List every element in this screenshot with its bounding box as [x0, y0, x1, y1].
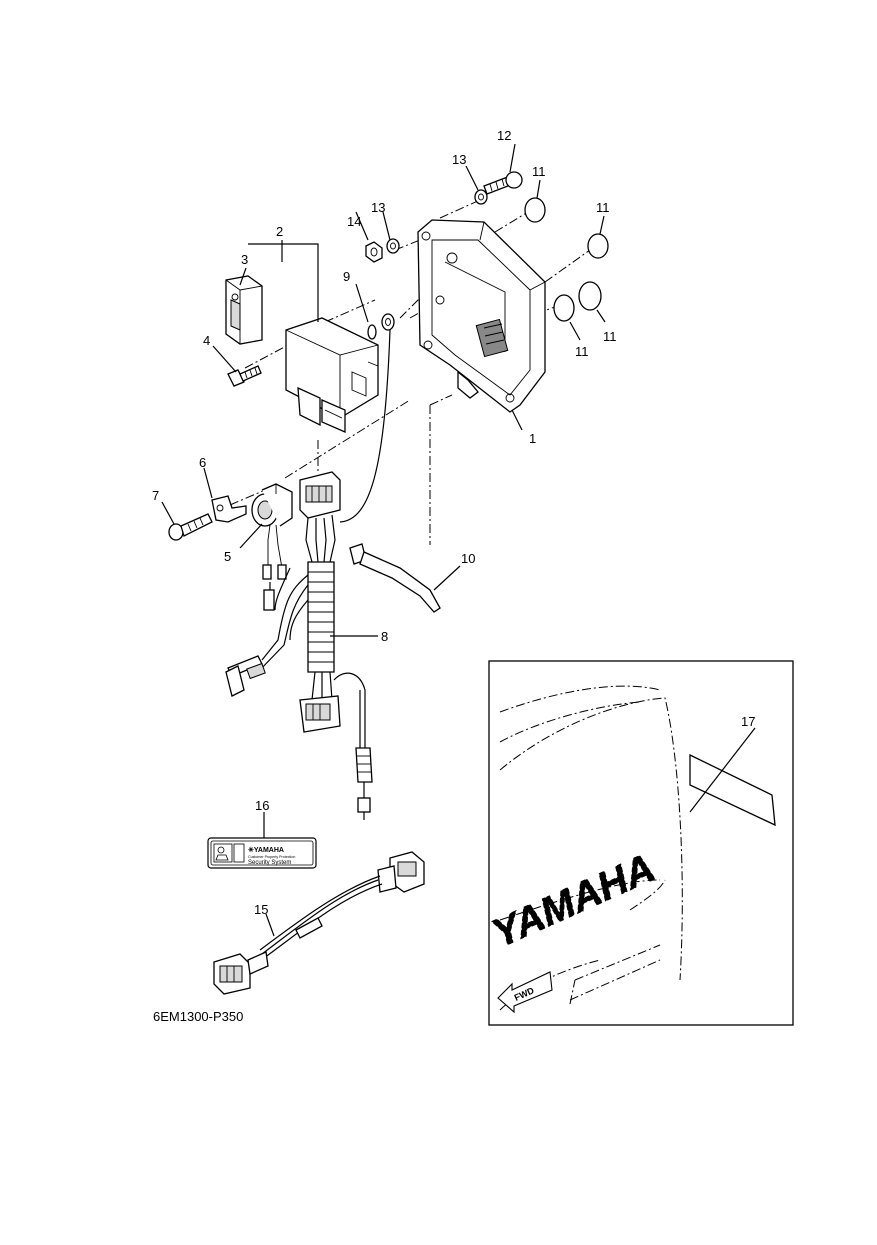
sticker-brand: ✳YAMAHA — [248, 846, 284, 854]
callout-4: 4 — [203, 333, 210, 348]
part-16-label-sticker: ✳YAMAHA Customer Property Protection Sec… — [207, 837, 317, 869]
callout-13b: 13 — [371, 200, 385, 215]
callout-12: 12 — [497, 128, 511, 143]
part-12-screw — [483, 171, 523, 195]
callout-8: 8 — [381, 629, 388, 644]
callout-6: 6 — [199, 455, 206, 470]
callout-11b: 11 — [596, 200, 610, 215]
callout-13a: 13 — [452, 152, 466, 167]
callout-7: 7 — [152, 488, 159, 503]
callout-17: 17 — [741, 714, 755, 729]
callout-14: 14 — [347, 214, 361, 229]
sticker-fine-print: Customer Property Protection — [248, 855, 295, 859]
leader-lines — [161, 143, 606, 937]
part-2-control-unit — [285, 317, 379, 433]
part-10-tie-band — [349, 543, 441, 613]
part-15-extension-harness — [213, 851, 425, 995]
callout-11d: 11 — [575, 344, 589, 359]
part-14-nut — [365, 241, 383, 263]
part-7-screw — [168, 513, 213, 541]
callout-15: 15 — [254, 902, 268, 917]
callout-labels: 1 2 3 4 5 6 7 8 9 10 11 11 11 11 12 13 1… — [152, 128, 755, 917]
callout-16: 16 — [255, 798, 269, 813]
part-6-clip — [211, 495, 247, 523]
part-8-wiring-harness — [225, 313, 395, 820]
part-1-mounting-box — [417, 219, 546, 413]
callout-11a: 11 — [532, 164, 546, 179]
callout-1: 1 — [529, 431, 536, 446]
part-5-buzzer — [251, 483, 293, 580]
part-3-cover — [225, 275, 263, 345]
sticker-system: Security System — [248, 860, 291, 866]
callout-5: 5 — [224, 549, 231, 564]
diagram-code: 6EM1300-P350 — [153, 1009, 243, 1024]
callout-10: 10 — [461, 551, 475, 566]
callout-2: 2 — [276, 224, 283, 239]
callout-11c: 11 — [603, 329, 617, 344]
cowling-inset: YAMAHA FWD — [485, 660, 794, 1026]
part-11-plugs — [524, 197, 609, 322]
part-13-washers — [386, 189, 488, 254]
part-9-washer — [367, 324, 377, 340]
callout-3: 3 — [241, 252, 248, 267]
callout-9: 9 — [343, 269, 350, 284]
